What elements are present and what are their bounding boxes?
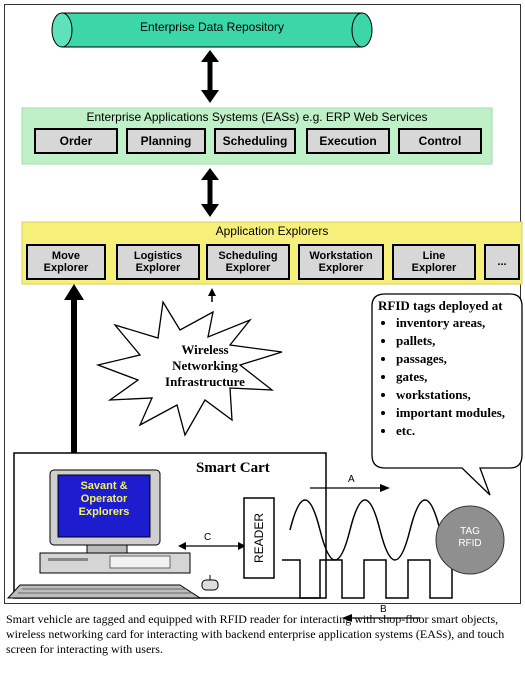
signal-b-wave <box>282 559 470 599</box>
screen-text: Savant & Operator Explorers <box>78 480 130 518</box>
signal-a-label: A <box>348 474 355 485</box>
reader-box <box>243 497 275 579</box>
wireless-label: Wireless Networking Infrastructure <box>165 342 245 389</box>
explorer-logistics: Logistics Explorer <box>116 244 200 280</box>
repository-label: Enterprise Data Repository <box>139 20 285 34</box>
rfid-location-list: inventory areas, pallets, passages, gate… <box>380 314 525 440</box>
rfid-location-item: important modules, <box>396 404 525 422</box>
rfid-location-item: pallets, <box>396 332 525 350</box>
explorer-workstation: Workstation Explorer <box>298 244 384 280</box>
explorer-scheduling: Scheduling Explorer <box>206 244 290 280</box>
rfid-location-item: inventory areas, <box>396 314 525 332</box>
repo-eas-arrow <box>201 50 219 103</box>
smart-cart-title: Smart Cart <box>196 460 270 476</box>
eas-module-scheduling: Scheduling <box>214 128 296 154</box>
tag-circle <box>435 505 505 575</box>
eas-explorers-arrow <box>201 168 219 217</box>
wireless-burst <box>95 300 283 437</box>
tag-label: TAG RFID <box>458 526 482 549</box>
explorer-line: Line Explorer <box>392 244 476 280</box>
rfid-location-item: etc. <box>396 422 525 440</box>
eas-module-execution: Execution <box>306 128 390 154</box>
computer-illustration <box>6 469 219 599</box>
signal-b-label: B <box>380 604 387 615</box>
eas-module-control: Control <box>398 128 482 154</box>
link-c-arrow <box>178 542 246 550</box>
rfid-location-item: gates, <box>396 368 525 386</box>
rfid-location-item: passages, <box>396 350 525 368</box>
eas-module-planning: Planning <box>126 128 206 154</box>
repository-cylinder <box>51 12 373 48</box>
rfid-callout-shape <box>371 293 523 496</box>
rfid-location-item: workstations, <box>396 386 525 404</box>
cart-to-move-arrow <box>64 284 84 470</box>
eas-module-order: Order <box>34 128 118 154</box>
explorer-move: Move Explorer <box>26 244 106 280</box>
link-c-label: C <box>204 532 212 543</box>
explorer-more: ... <box>484 244 520 280</box>
figure-caption: Smart vehicle are tagged and equipped wi… <box>6 612 505 656</box>
reader-label: READER <box>252 513 266 564</box>
explorers-title: Application Explorers <box>215 224 329 238</box>
wireless-to-scheduling-arrow <box>208 288 216 302</box>
rfid-callout-title: RFID tags deployed at <box>378 298 503 313</box>
eas-title: Enterprise Applications Systems (EASs) e… <box>86 110 428 124</box>
